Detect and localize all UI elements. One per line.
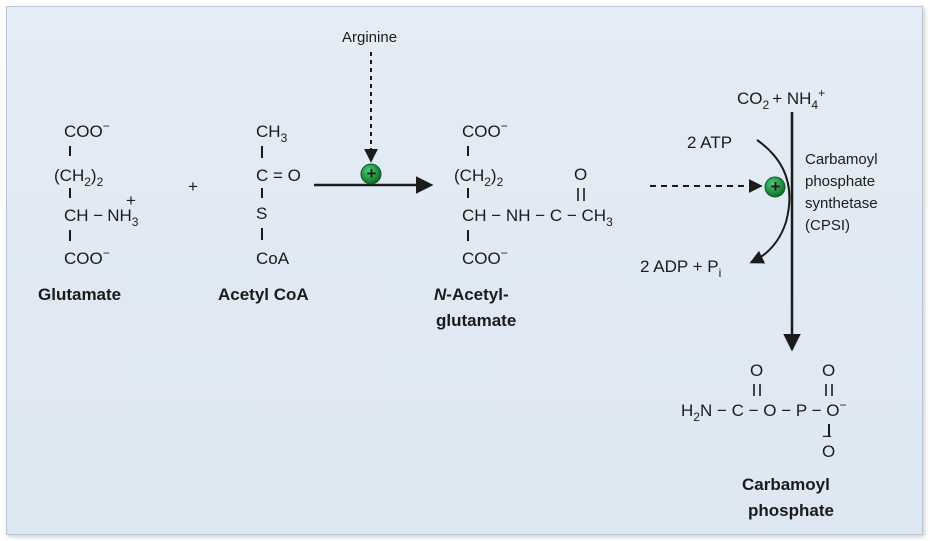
svg-text:O: O (750, 361, 763, 380)
acetyl-coa-name: Acetyl CoA (218, 285, 309, 304)
svg-text:+: + (126, 191, 136, 210)
adp-label: 2 ADP + Pi (640, 257, 721, 280)
svg-text:phosphate: phosphate (805, 173, 875, 190)
arginine-label: Arginine (342, 29, 397, 46)
svg-text:(CPSI): (CPSI) (805, 217, 850, 234)
svg-text:CoA: CoA (256, 249, 290, 268)
svg-text:+: + (367, 164, 377, 183)
svg-text:COO−: COO− (462, 246, 508, 268)
glutamate-structure: COO− (CH2)2 CH −NH3 + COO− (54, 119, 139, 268)
acetyl-coa-structure: CH3 C = O S CoA (256, 122, 301, 268)
diagram-panel (6, 6, 923, 535)
svg-text:COO−: COO− (462, 119, 508, 141)
svg-text:C = O: C = O (256, 166, 301, 185)
carbamoyl-phosphate-name: Carbamoyl (742, 475, 830, 494)
carbamoyl-phosphate-name-line2: phosphate (748, 501, 834, 520)
svg-text:O: O (822, 361, 835, 380)
glutamate-name: Glutamate (38, 285, 121, 304)
svg-text:H2N − C − O − P − O−: H2N − C − O − P − O− (681, 398, 847, 424)
svg-text:O: O (822, 442, 835, 461)
svg-text:(CH2)2: (CH2)2 (54, 166, 104, 189)
svg-text:+: + (771, 177, 781, 196)
svg-text:S: S (256, 204, 267, 223)
svg-text:−: − (822, 427, 832, 446)
svg-text:synthetase: synthetase (805, 195, 878, 212)
svg-text:COO−: COO− (64, 119, 110, 141)
enzyme-label: Carbamoyl phosphate synthetase (CPSI) (805, 151, 878, 234)
carbamoyl-phosphate-structure: O O H2N − C − O − P − O− O − (681, 361, 847, 461)
svg-text:Carbamoyl: Carbamoyl (805, 151, 878, 168)
svg-text:O: O (574, 165, 587, 184)
plus-sign: + (188, 177, 198, 196)
svg-text:CH − NH − C − CH3: CH − NH − C − CH3 (462, 206, 613, 229)
substrates-label: CO2+ NH4+ (737, 86, 825, 112)
svg-text:CH3: CH3 (256, 122, 288, 145)
n-acetylglutamate-name: N-Acetyl- (434, 285, 509, 304)
n-acetylglutamate-structure: COO− (CH2)2 O CH − NH − C − CH3 COO− (454, 119, 613, 268)
n-acetylglutamate-name-line2: glutamate (436, 311, 516, 330)
cps-activator-icon: + (764, 176, 786, 198)
svg-text:(CH2)2: (CH2)2 (454, 166, 504, 189)
activator-icon: + (360, 163, 382, 185)
svg-text:CH −NH3: CH −NH3 (64, 206, 139, 229)
atp-label: 2 ATP (687, 133, 732, 152)
svg-text:COO−: COO− (64, 246, 110, 268)
atp-adp-arrow (749, 139, 791, 264)
